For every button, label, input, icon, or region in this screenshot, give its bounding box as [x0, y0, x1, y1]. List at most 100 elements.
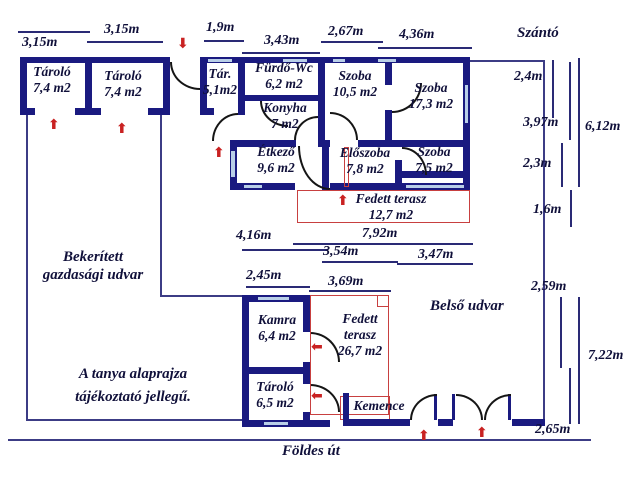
wall [200, 108, 214, 115]
wall [230, 140, 296, 147]
wall [438, 419, 453, 426]
gate-arrow-up: ⬆ [418, 428, 430, 444]
room-name: Tároló [256, 379, 294, 394]
room-label-tarolo-2: Tároló 7,4 m2 [90, 68, 156, 100]
room-name: Tároló [104, 68, 142, 83]
gate-arc [456, 394, 483, 420]
area-label-line: gazdasági udvar [42, 267, 144, 283]
room-label-tarolo-3: Tároló 6,5 m2 [243, 379, 307, 411]
area-label-inner-yard: Belső udvar [430, 298, 504, 314]
dim-line [397, 263, 473, 265]
area-label-field: Szántó [517, 25, 559, 41]
room-name: Szoba [414, 80, 448, 95]
window [230, 150, 236, 178]
entrance-arrow-up: ⬆ [337, 193, 349, 209]
window [332, 58, 346, 63]
dim-label: 1,6m [533, 202, 562, 217]
room-label-kamra: Kamra 6,4 m2 [247, 312, 307, 344]
dim-label: 6,12m [585, 119, 621, 134]
chimney-mark [344, 147, 349, 187]
dim-tick [552, 60, 554, 118]
wall [318, 140, 330, 147]
dim-label: 2,59m [531, 279, 567, 294]
wall [20, 57, 170, 63]
room-label-etkezo: Étkező 9,6 m2 [242, 144, 310, 176]
wall [303, 295, 310, 332]
wall [75, 108, 101, 115]
room-name: Tároló [33, 64, 71, 79]
road-line [8, 439, 591, 441]
wall [343, 393, 349, 423]
room-label-furdo-wc: Fürdő-Wc 6,2 m2 [243, 60, 325, 92]
plan-note: A tanya alaprajza tájékoztató jellegű. [58, 363, 208, 410]
dim-label: 2,45m [246, 268, 282, 283]
entrance-arrow-left: ⬅ [311, 339, 323, 355]
terrace-outline [297, 190, 470, 223]
room-area: 6,2 m2 [265, 76, 303, 92]
dim-line [321, 41, 383, 43]
dim-label: 2,3m [523, 156, 552, 171]
room-label-tar: Tár. 5,1m2 [199, 66, 241, 98]
wall [402, 171, 470, 178]
room-name: Konyha [263, 100, 307, 115]
wall [303, 362, 310, 384]
dim-label: 2,67m [328, 24, 364, 39]
entrance-arrow-up: ⬆ [213, 145, 225, 161]
wall [318, 57, 325, 147]
window [464, 84, 469, 124]
wall [388, 419, 410, 426]
wall [242, 367, 310, 374]
terrace-notch [377, 295, 389, 307]
wall [245, 95, 325, 101]
room-label-fedett-terasz-267: Fedett terasz 26,7 m2 [324, 311, 396, 360]
wall [238, 57, 245, 115]
dim-line [204, 40, 244, 42]
dim-label: 3,43m [264, 33, 300, 48]
dim-label: 1,9m [206, 20, 235, 35]
gate-leaf [452, 394, 455, 420]
note-line: A tanya alaprajza [78, 366, 188, 382]
dim-label: 3,47m [418, 247, 454, 262]
room-name: Előszoba [339, 145, 391, 160]
dim-label: 2,65m [535, 422, 571, 437]
entrance-arrow-left: ⬅ [311, 388, 323, 404]
road-label: Földes út [282, 443, 340, 459]
window [263, 421, 289, 426]
room-area: 7 m2 [271, 116, 299, 132]
dim-tick [578, 58, 580, 187]
room-area: 10,5 m2 [332, 84, 378, 100]
dim-tick [569, 62, 571, 140]
wall [330, 183, 470, 190]
dim-line [18, 31, 90, 33]
wall [200, 57, 207, 115]
dim-tick [561, 143, 563, 187]
wall [343, 419, 390, 426]
gate-arc [410, 394, 437, 420]
dim-label: 3,69m [328, 274, 364, 289]
plot-boundary-top [470, 60, 543, 62]
dim-label: 4,36m [399, 27, 435, 42]
dim-label: 4,16m [236, 228, 272, 243]
area-label-fenced-yard: Bekerített gazdasági udvar [28, 248, 158, 284]
room-area: 7,4 m2 [33, 80, 71, 96]
dim-tick [578, 297, 580, 424]
room-label-szoba-105: Szoba 10,5 m2 [324, 68, 386, 100]
dim-label: 7,92m [362, 226, 398, 241]
entrance-arrow-up: ⬆ [48, 117, 60, 133]
window [257, 296, 290, 301]
room-label-konyha: Konyha 7 m2 [247, 100, 323, 132]
room-label-szoba-173: Szoba 17,3 m2 [394, 80, 468, 112]
window [207, 58, 233, 63]
room-name: terasz [343, 327, 377, 343]
dim-line [87, 41, 163, 43]
gate-arrow-down: ⬇ [177, 36, 189, 52]
yard-fence-bottom [26, 419, 244, 421]
dim-line [322, 261, 398, 263]
dim-tick [560, 297, 562, 368]
room-area: 9,6 m2 [257, 160, 295, 176]
room-area: 7,8 m2 [346, 161, 384, 177]
gate-arc [484, 394, 511, 420]
room-label-fedett-terasz-127: Fedett terasz 12,7 m2 [330, 191, 452, 223]
wall [385, 110, 392, 147]
room-name: Tár. [208, 66, 232, 81]
